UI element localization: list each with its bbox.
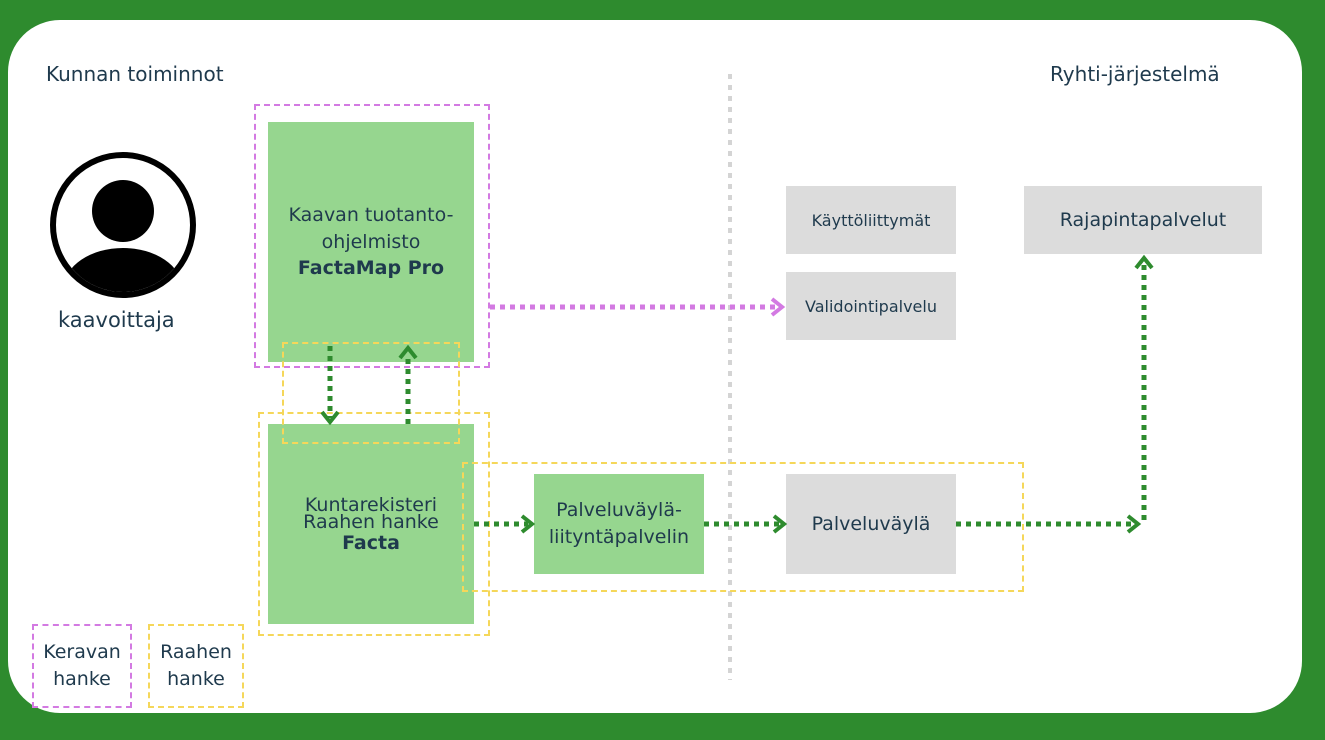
flow-arrows [320, 254, 1154, 534]
palveluvayla-liityntapalvelin-box: Palveluväylä- liityntäpalvelin [534, 474, 704, 574]
facta-box: Kuntarekisteri Raahen hanke Facta [268, 424, 474, 624]
user-head [92, 180, 154, 242]
user-icon [50, 152, 196, 298]
user-label: kaavoittaja [58, 308, 175, 332]
palveluvayla-label: Palveluväylä [811, 513, 931, 535]
legend-keravan: Keravan hanke [32, 624, 132, 708]
factamap-pro-box: Kaavan tuotanto- ohjelmisto FactaMap Pro [268, 122, 474, 362]
kayttoliittymat-box: Käyttöliittymät [786, 186, 956, 254]
facta-overlay-text: Raahen hanke [303, 510, 439, 533]
facta-name: Facta [342, 531, 400, 554]
legend-raahen-line2: hanke [167, 668, 225, 690]
facta-line1: Kuntarekisteri [304, 493, 438, 516]
kayttoliittymat-label: Käyttöliittymät [811, 210, 931, 230]
diagram-card [8, 20, 1302, 713]
arrow-facta-to-pvl [474, 514, 536, 534]
raahen-hanke-boundary-palveluvayla [462, 462, 1024, 592]
diagram-canvas: Kunnan toiminnot Ryhti-järjestelmä kaavo… [8, 8, 1317, 732]
left-section-title: Kunnan toiminnot [46, 62, 224, 86]
arrow-factamap-to-facta [320, 346, 340, 426]
keravan-hanke-boundary [254, 104, 490, 368]
raahen-hanke-boundary-connector [282, 342, 460, 444]
legend-raahen: Raahen hanke [148, 624, 244, 708]
arrow-pvl-to-palveluvayla [704, 514, 788, 534]
palveluvayla-box: Palveluväylä [786, 474, 956, 574]
arrow-factamap-to-validointi [490, 297, 786, 317]
validointipalvelu-label: Validointipalvelu [805, 296, 937, 316]
factamap-name: FactaMap Pro [297, 257, 445, 280]
arrow-facta-to-factamap [398, 344, 418, 424]
rajapintapalvelut-label: Rajapintapalvelut [1059, 209, 1227, 231]
pvl-line1: Palveluväylä- [556, 499, 682, 522]
validointipalvelu-box: Validointipalvelu [786, 272, 956, 340]
legend-raahen-line1: Raahen [160, 641, 232, 664]
legend-raahen-box [148, 624, 244, 708]
legend-keravan-box [32, 624, 132, 708]
pvl-line2: liityntäpalvelin [548, 526, 690, 548]
legend-keravan-line2: hanke [53, 668, 111, 690]
factamap-line1: Kaavan tuotanto- [288, 204, 454, 227]
divider-line [728, 74, 732, 680]
arrow-palveluvayla-to-rajapinta [956, 254, 1154, 534]
factamap-line2: ohjelmisto [321, 230, 421, 253]
right-section-title: Ryhti-järjestelmä [1050, 62, 1220, 86]
rajapintapalvelut-box: Rajapintapalvelut [1024, 186, 1262, 254]
legend-keravan-line1: Keravan [43, 641, 121, 664]
